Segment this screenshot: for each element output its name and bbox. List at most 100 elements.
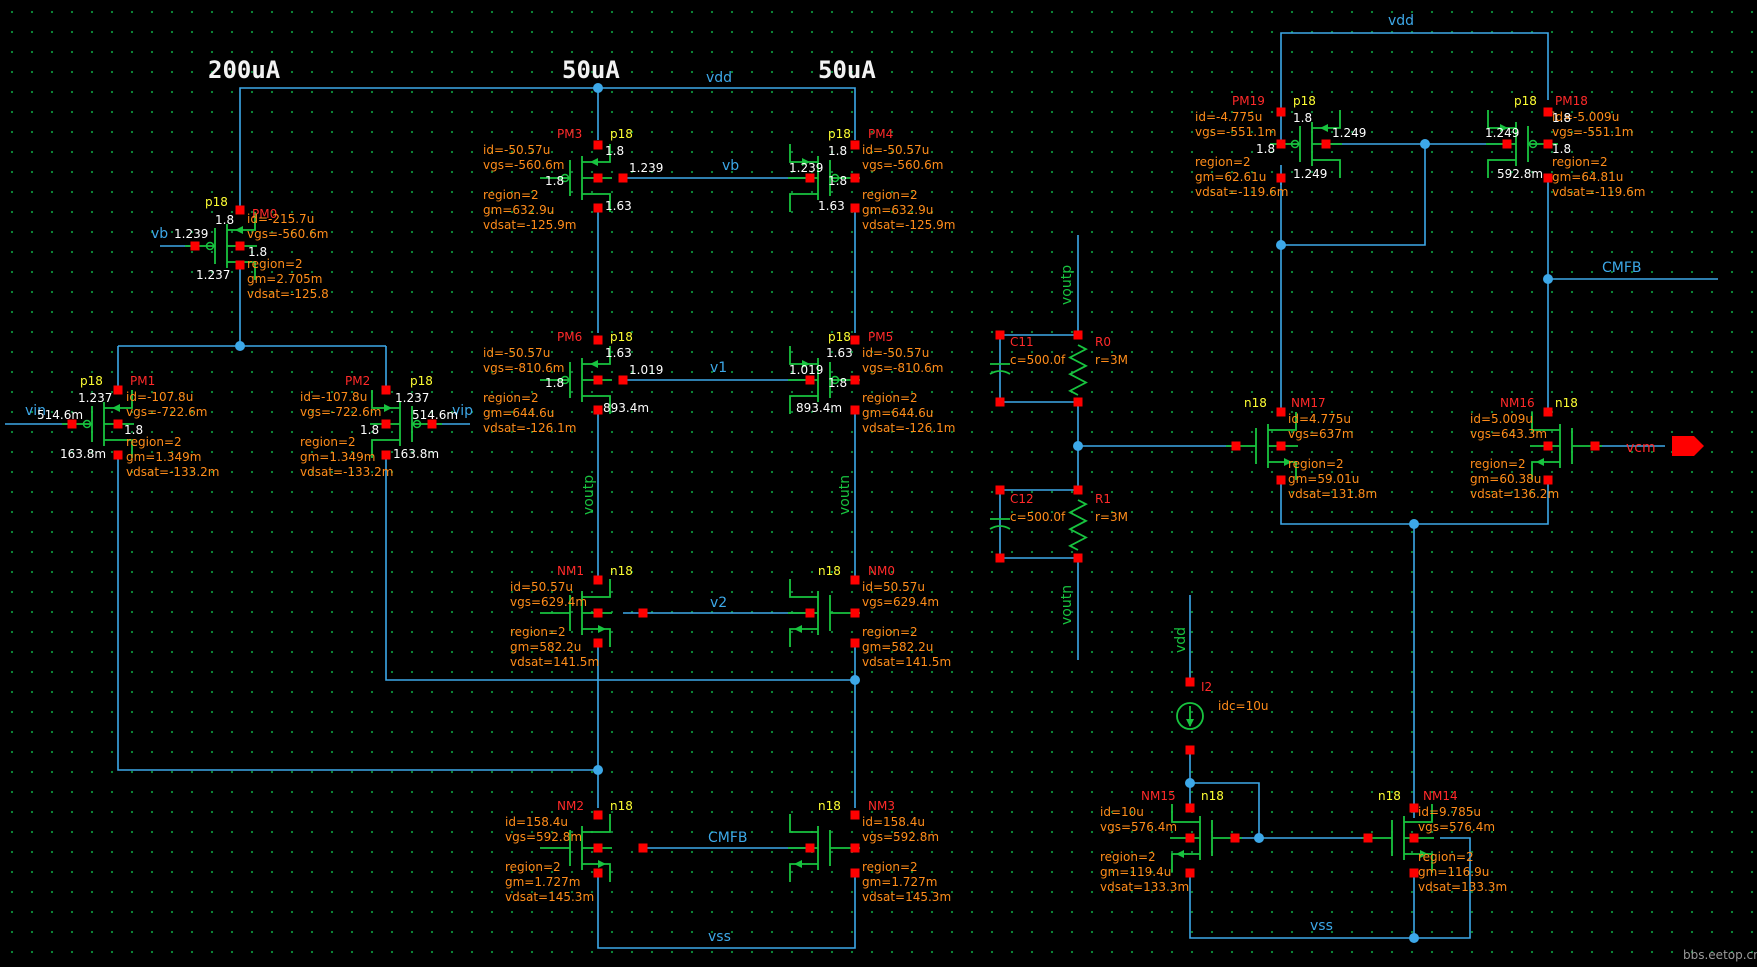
device-model-nm15: n18 xyxy=(1201,789,1224,803)
pin-square xyxy=(190,241,200,251)
device-param-pm19: id=-4.775u xyxy=(1195,110,1262,124)
pin-voltage-pm0: 1.239 xyxy=(174,227,208,241)
device-name-nm3: NM3 xyxy=(868,799,895,813)
device-param-pm19: vgs=-551.1m xyxy=(1195,125,1276,139)
pin-square xyxy=(593,638,603,648)
nmos-symbol xyxy=(1170,804,1242,872)
pin-square xyxy=(593,810,603,820)
device-model-pm5: p18 xyxy=(828,330,851,344)
device-param-nm14: region=2 xyxy=(1418,850,1474,864)
device-param-pm0: gm=2.705m xyxy=(247,272,322,286)
net-label-vdd-right: vdd xyxy=(1388,13,1414,29)
pin-square xyxy=(1185,803,1195,813)
device-model-pm1: p18 xyxy=(80,374,103,388)
pmos-symbol xyxy=(185,212,257,280)
device-param-nm1: vgs=629.4m xyxy=(510,595,587,609)
device-param-nm2: id=158.4u xyxy=(505,815,568,829)
vcm-pin-arrow xyxy=(1672,436,1704,456)
device-param-nm17: vgs=637m xyxy=(1288,427,1354,441)
device-param-nm16: region=2 xyxy=(1470,457,1526,471)
device-name-pm2: PM2 xyxy=(345,374,370,388)
net-label-voutp-right: voutp xyxy=(1059,265,1075,305)
device-param-c11: c=500.0f xyxy=(1010,353,1066,367)
pin-square xyxy=(850,638,860,648)
device-param-nm2: vdsat=145.3m xyxy=(505,890,594,904)
device-param-pm1: vdsat=-133.2m xyxy=(126,465,219,479)
resistor-symbol xyxy=(1068,499,1088,551)
pin-voltage-pm3: 1.63 xyxy=(605,199,632,213)
device-name-pm4: PM4 xyxy=(868,127,893,141)
device-param-pm18: vdsat=-119.6m xyxy=(1552,185,1645,199)
device-name-nm15: NM15 xyxy=(1141,789,1176,803)
pin-square xyxy=(995,553,1005,563)
device-param-nm16: id=5.009u xyxy=(1470,412,1533,426)
resistor-symbol xyxy=(1068,344,1088,396)
device-name-pm3: PM3 xyxy=(557,127,582,141)
pmos-symbol xyxy=(62,390,134,458)
pin-voltage-pm18: 1.249 xyxy=(1485,126,1519,140)
device-name-nm0: NM0 xyxy=(868,564,895,578)
device-name-c11: C11 xyxy=(1010,335,1034,349)
device-model-nm16: n18 xyxy=(1555,396,1578,410)
pin-label-vcm: vcm xyxy=(1626,440,1656,456)
device-param-pm3: region=2 xyxy=(483,188,539,202)
pin-voltage-pm1: 163.8m xyxy=(60,447,106,461)
pin-square xyxy=(1276,407,1286,417)
wire-i2-out xyxy=(1189,750,1260,838)
net-label-v1: v1 xyxy=(710,360,727,376)
device-name-i2: I2 xyxy=(1201,680,1212,694)
pin-square xyxy=(593,575,603,585)
device-param-pm19: region=2 xyxy=(1195,155,1251,169)
device-param-nm0: gm=582.2u xyxy=(862,640,933,654)
pin-square xyxy=(850,868,860,878)
pin-voltage-pm0: 1.8 xyxy=(215,213,234,227)
wire-vdd-rail xyxy=(239,87,856,210)
pin-square xyxy=(618,173,628,183)
pin-voltage-pm3: 1.8 xyxy=(605,144,624,158)
device-name-pm1: PM1 xyxy=(130,374,155,388)
device-param-nm16: vgs=643.3m xyxy=(1470,427,1547,441)
device-param-pm2: gm=1.349m xyxy=(300,450,375,464)
net-label-cmfb-right: CMFB xyxy=(1602,260,1642,276)
pin-square xyxy=(1073,397,1083,407)
pin-square xyxy=(427,419,437,429)
pin-square xyxy=(1276,441,1286,451)
device-param-c12: c=500.0f xyxy=(1010,510,1066,524)
pin-voltage-pm4: 1.239 xyxy=(789,161,823,175)
device-model-pm0: p18 xyxy=(205,195,228,209)
pin-voltage-pm3: 1.8 xyxy=(545,174,564,188)
pin-voltage-pm4: 1.8 xyxy=(828,144,847,158)
pin-square xyxy=(1409,868,1419,878)
device-param-pm4: id=-50.57u xyxy=(862,143,929,157)
pin-square xyxy=(1321,139,1331,149)
pin-square xyxy=(1230,833,1240,843)
pin-voltage-pm2: 1.8 xyxy=(360,423,379,437)
pin-square xyxy=(593,608,603,618)
device-param-nm16: vdsat=136.2m xyxy=(1470,487,1559,501)
device-param-pm6: gm=644.6u xyxy=(483,406,554,420)
pin-square xyxy=(113,419,123,429)
pin-square xyxy=(381,450,391,460)
device-param-pm2: region=2 xyxy=(300,435,356,449)
pin-square xyxy=(593,868,603,878)
current-label-50ua-left: 50uA xyxy=(562,56,620,84)
pin-square xyxy=(1409,833,1419,843)
device-param-pm4: gm=632.9u xyxy=(862,203,933,217)
junction-dot xyxy=(1409,933,1419,943)
device-param-nm14: vgs=576.4m xyxy=(1418,820,1495,834)
current-label-200ua: 200uA xyxy=(208,56,281,84)
device-param-pm5: vdsat=-126.1m xyxy=(862,421,955,435)
device-param-i2: idc=10u xyxy=(1218,699,1268,713)
device-param-nm14: id=9.785u xyxy=(1418,805,1481,819)
device-param-nm3: region=2 xyxy=(862,860,918,874)
device-param-nm2: gm=1.727m xyxy=(505,875,580,889)
device-param-nm1: gm=582.2u xyxy=(510,640,581,654)
pin-square xyxy=(1073,330,1083,340)
device-param-r1: r=3M xyxy=(1095,510,1128,524)
device-param-pm4: region=2 xyxy=(862,188,918,202)
pin-voltage-pm6: 1.019 xyxy=(629,363,663,377)
pin-square xyxy=(593,173,603,183)
device-param-nm0: vgs=629.4m xyxy=(862,595,939,609)
net-label-vb-mid: vb xyxy=(722,158,739,174)
